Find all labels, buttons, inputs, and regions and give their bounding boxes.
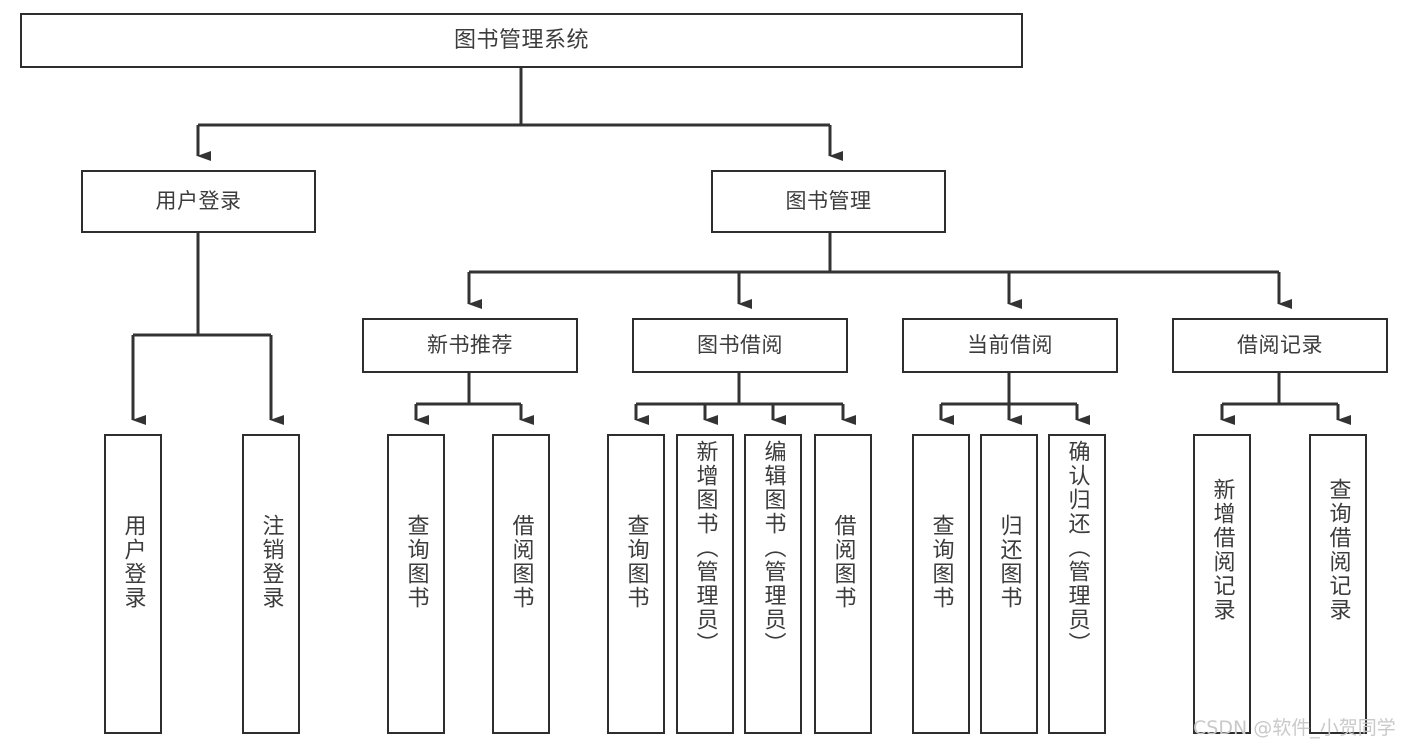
node-leaf-query-book-borrow-label: 查询图书 (623, 514, 649, 610)
node-book-management[interactable]: 图书管理 (711, 170, 946, 233)
node-leaf-query-borrow-record[interactable]: 查询借阅记录 (1309, 434, 1367, 734)
node-leaf-query-book-borrow[interactable]: 查询图书 (607, 434, 665, 734)
node-borrow-record-label: 借阅记录 (1237, 333, 1323, 358)
node-leaf-add-book-label: 新增图书（管理员） (692, 440, 718, 656)
node-leaf-edit-book[interactable]: 编辑图书（管理员） (744, 434, 802, 734)
node-leaf-add-borrow-record-label: 新增借阅记录 (1209, 478, 1235, 622)
node-leaf-borrow-book-recommend[interactable]: 借阅图书 (492, 434, 550, 734)
node-leaf-query-book-recommend[interactable]: 查询图书 (387, 434, 445, 734)
node-leaf-add-book[interactable]: 新增图书（管理员） (676, 434, 734, 734)
node-book-borrow[interactable]: 图书借阅 (632, 318, 848, 373)
node-leaf-confirm-return[interactable]: 确认归还（管理员） (1048, 434, 1106, 734)
node-root-label: 图书管理系统 (453, 27, 589, 53)
node-leaf-logout[interactable]: 注销登录 (242, 434, 300, 734)
node-book-management-label: 图书管理 (785, 189, 872, 214)
node-leaf-user-login[interactable]: 用户登录 (104, 434, 162, 734)
node-leaf-query-borrow-record-label: 查询借阅记录 (1325, 478, 1351, 622)
node-leaf-confirm-return-label: 确认归还（管理员） (1064, 440, 1090, 656)
node-book-borrow-label: 图书借阅 (697, 333, 783, 358)
node-new-book-recommend-label: 新书推荐 (427, 333, 513, 358)
node-leaf-query-book-current[interactable]: 查询图书 (912, 434, 970, 734)
node-leaf-borrow-book-label: 借阅图书 (830, 514, 856, 610)
node-borrow-record[interactable]: 借阅记录 (1172, 318, 1388, 373)
node-root[interactable]: 图书管理系统 (20, 13, 1023, 68)
node-leaf-user-login-label: 用户登录 (120, 514, 146, 610)
node-leaf-edit-book-label: 编辑图书（管理员） (760, 440, 786, 656)
node-current-borrow-label: 当前借阅 (967, 333, 1053, 358)
node-leaf-borrow-book[interactable]: 借阅图书 (814, 434, 872, 734)
node-leaf-add-borrow-record[interactable]: 新增借阅记录 (1193, 434, 1251, 734)
node-leaf-query-book-recommend-label: 查询图书 (403, 514, 429, 610)
node-leaf-return-book-label: 归还图书 (996, 514, 1022, 610)
node-leaf-return-book[interactable]: 归还图书 (980, 434, 1038, 734)
node-leaf-query-book-current-label: 查询图书 (928, 514, 954, 610)
node-leaf-borrow-book-recommend-label: 借阅图书 (508, 514, 534, 610)
node-new-book-recommend[interactable]: 新书推荐 (362, 318, 578, 373)
node-leaf-logout-label: 注销登录 (258, 514, 284, 610)
node-user-login[interactable]: 用户登录 (81, 170, 316, 233)
node-user-login-label: 用户登录 (155, 189, 242, 214)
node-current-borrow[interactable]: 当前借阅 (902, 318, 1118, 373)
